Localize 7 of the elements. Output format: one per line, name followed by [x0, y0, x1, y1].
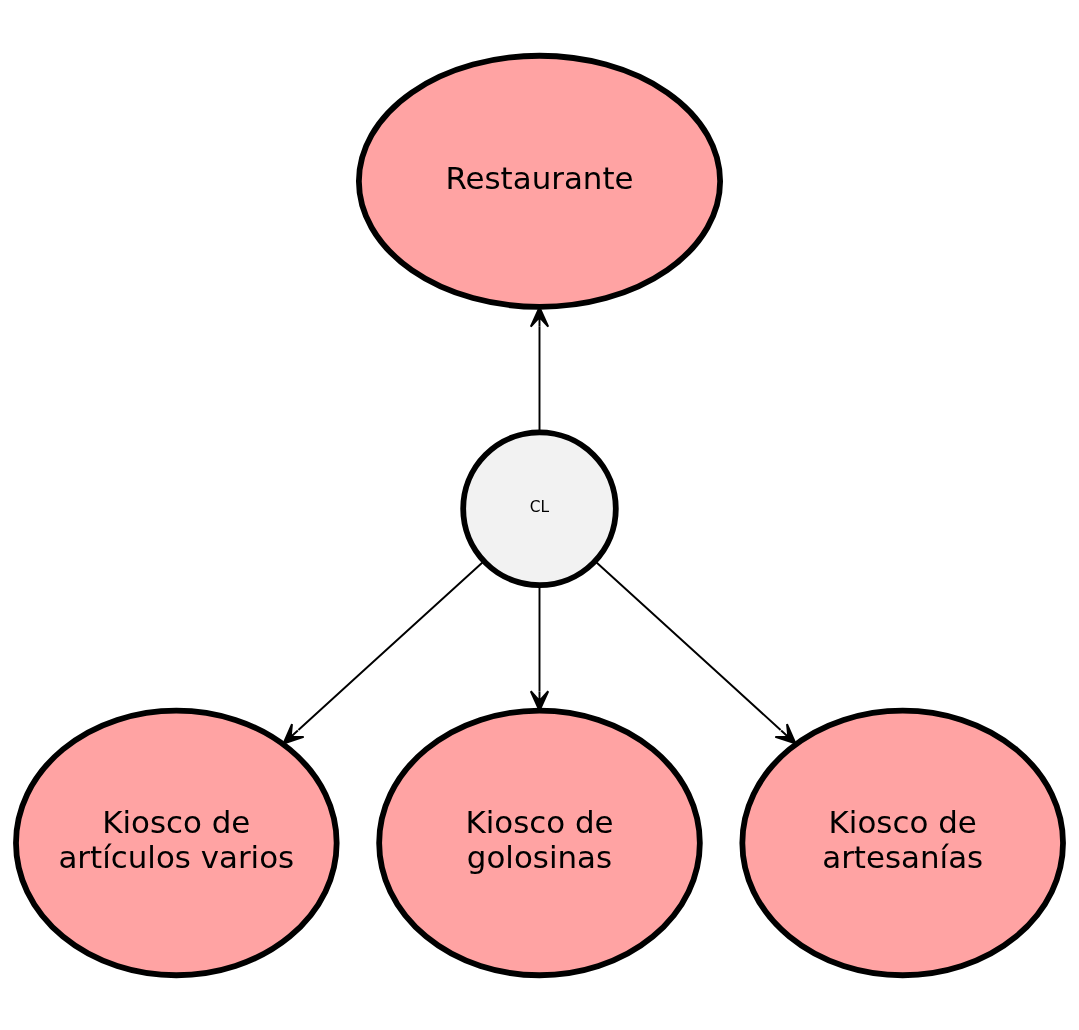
- arrow: [282, 560, 485, 744]
- node-ellipse: Restaurante: [356, 52, 724, 310]
- node-ellipse: Kiosco de golosinas: [376, 707, 703, 978]
- arrow: [594, 560, 797, 744]
- node-ellipse: Kiosco de artículos varios: [13, 707, 340, 978]
- node-circle: CL: [460, 429, 619, 588]
- node-ellipse: Kiosco de artesanías: [739, 707, 1066, 978]
